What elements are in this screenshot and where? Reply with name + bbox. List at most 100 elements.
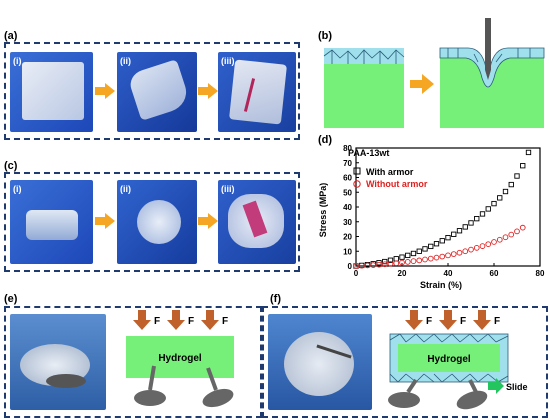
legend-marker-circle (353, 180, 361, 188)
data-point-with-armor (416, 248, 422, 254)
data-point-with-armor (520, 163, 526, 169)
data-point-without-armor (473, 245, 480, 251)
data-point-with-armor (525, 149, 532, 156)
force-label: F (222, 316, 228, 327)
photo-f (268, 314, 372, 410)
data-point-without-armor (445, 252, 451, 259)
arrow-icon (410, 74, 434, 94)
photo-a-iii (218, 52, 296, 132)
data-point-without-armor (416, 257, 423, 264)
hydrogel-block (398, 344, 500, 372)
panel-label-c: (c) (4, 160, 18, 172)
legend-marker-square (353, 167, 361, 175)
sub-label-c-i: (i) (13, 184, 22, 194)
data-point-with-armor (445, 235, 451, 241)
force-arrow-icon (133, 310, 151, 330)
sub-label-c-iii: (iii) (221, 184, 235, 194)
data-point-without-armor (456, 249, 463, 256)
y-tick-label: 0 (348, 262, 353, 271)
data-point-without-armor (422, 256, 428, 263)
data-point-with-armor (514, 173, 520, 179)
photo-a-i (10, 52, 93, 132)
pushpin-icon (388, 378, 420, 408)
data-point-without-armor (364, 262, 371, 269)
data-point-with-armor (462, 224, 468, 230)
force-label: F (494, 316, 500, 327)
data-point-with-armor (382, 258, 388, 265)
data-point-without-armor (468, 246, 474, 253)
data-point-with-armor (405, 252, 411, 259)
data-point-without-armor (387, 260, 394, 267)
data-point-without-armor (496, 236, 503, 243)
sub-label-a-i: (i) (13, 56, 22, 66)
arrow-icon (198, 83, 218, 99)
y-axis-label: Stress (MPa) (318, 183, 328, 238)
y-tick-label: 40 (343, 203, 352, 212)
slide-label: Slide (506, 382, 528, 392)
photo-c-i (10, 180, 93, 264)
plot-frame (355, 147, 541, 267)
y-tick-label: 30 (343, 218, 352, 227)
data-point-with-armor (474, 216, 480, 222)
x-tick-label: 40 (444, 269, 453, 278)
data-point-with-armor (387, 257, 394, 263)
data-point-with-armor (410, 250, 417, 257)
y-tick-label: 10 (343, 247, 352, 256)
y-tick-label: 80 (343, 144, 352, 153)
x-tick-label: 0 (354, 269, 359, 278)
data-point-without-armor (508, 231, 515, 238)
armor-indentation-diagram (323, 18, 545, 128)
hydrogel-label: Hydrogel (427, 354, 471, 365)
data-point-without-armor (485, 241, 492, 248)
data-point-with-armor (485, 206, 491, 212)
x-axis-label: Strain (%) (420, 280, 462, 290)
data-point-without-armor (353, 263, 359, 269)
hydrogel-block (440, 54, 544, 128)
y-tick-label: 70 (343, 159, 352, 168)
data-point-without-armor (479, 243, 486, 249)
photo-c-ii (117, 180, 197, 264)
legend: With armor Without armor (353, 167, 428, 189)
legend-with-armor: With armor (366, 167, 414, 177)
data-point-without-armor (450, 251, 457, 257)
data-point-without-armor (514, 228, 520, 235)
arrow-icon (198, 213, 218, 229)
pushpin-icon (202, 367, 234, 408)
panel-c-frame (4, 172, 300, 272)
panel-label-b: (b) (318, 30, 333, 42)
hydrogel-block (126, 336, 234, 378)
data-point-with-armor (508, 181, 514, 188)
panel-label-f: (f) (270, 293, 281, 305)
data-point-with-armor (451, 231, 457, 237)
panel-label-d: (d) (318, 134, 333, 146)
hydrogel-plate-diagram: F F F Hydrogel (126, 310, 234, 408)
data-point-without-armor (462, 248, 469, 255)
data-point-with-armor (456, 228, 463, 234)
force-label: F (460, 316, 466, 327)
panel-e-frame (4, 306, 262, 418)
data-point-with-armor (439, 238, 445, 244)
y-tick-label: 50 (343, 188, 352, 197)
pushpin-icon (134, 365, 166, 406)
data-point-without-armor (381, 261, 388, 268)
photo-a-ii (117, 52, 197, 132)
x-tick-label: 20 (398, 269, 407, 278)
slide-arrow-icon (488, 378, 504, 394)
panel-label-e: (e) (4, 293, 18, 305)
data-point-with-armor (433, 241, 440, 247)
data-point-without-armor (427, 255, 434, 262)
data-point-with-armor (497, 195, 503, 201)
force-arrow-icon (473, 310, 491, 330)
x-tick-label: 80 (536, 269, 545, 278)
panel-a-frame (4, 42, 300, 140)
data-point-without-armor (433, 254, 440, 261)
x-tick-label: 60 (490, 269, 499, 278)
force-arrow-icon (439, 310, 457, 330)
pushpin-icon (456, 379, 488, 410)
data-point-without-armor (519, 224, 526, 231)
data-point-without-armor (399, 259, 405, 266)
data-point-with-armor (393, 256, 399, 262)
y-tick-label: 60 (343, 174, 352, 183)
force-label: F (426, 316, 432, 327)
